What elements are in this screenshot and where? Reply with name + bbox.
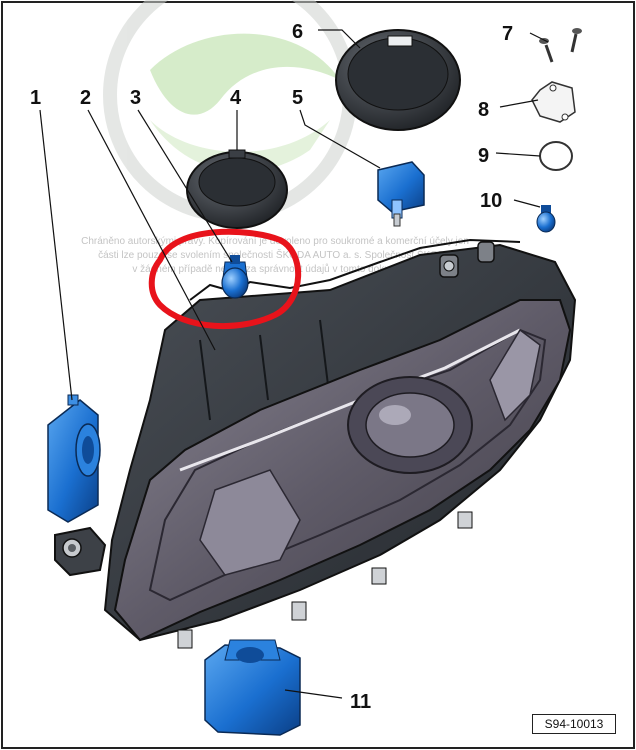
callout-3: 3 [130,87,141,109]
part-6-large-cover-cap [335,29,461,131]
callout-11: 11 [350,691,371,713]
part-8-flange [531,81,576,123]
callout-8: 8 [478,99,489,121]
callout-6: 6 [292,21,303,43]
part-5-bulb-socket [377,161,425,227]
part-3-bulb [221,255,249,299]
part-10-small-bulb [536,205,556,233]
callout-7: 7 [502,23,513,45]
leader-lines [39,29,549,699]
watermark-line-3: v žádném případě neručí za správnost úda… [132,263,417,275]
callout-4: 4 [230,87,242,109]
callout-9: 9 [478,145,489,167]
part-7-screws [539,28,582,63]
part-9-seal-ring [539,141,573,171]
watermark-line-2: části lze pouze se svolením společnosti … [98,248,452,261]
part-11-ballast [204,639,301,736]
part-1-control-unit [47,394,101,523]
callout-5: 5 [292,87,303,109]
part-4-small-cover-cap [186,149,288,229]
headlight-lens [113,299,572,642]
red-highlight-circle [148,228,302,330]
callout-1: 1 [30,87,41,109]
callout-2: 2 [80,87,91,109]
figure-code-label: S94-10013 [532,714,616,734]
watermark-line-1: Chráněno autorskými právy. Kopírování je… [81,236,469,247]
callout-10: 10 [480,190,502,212]
